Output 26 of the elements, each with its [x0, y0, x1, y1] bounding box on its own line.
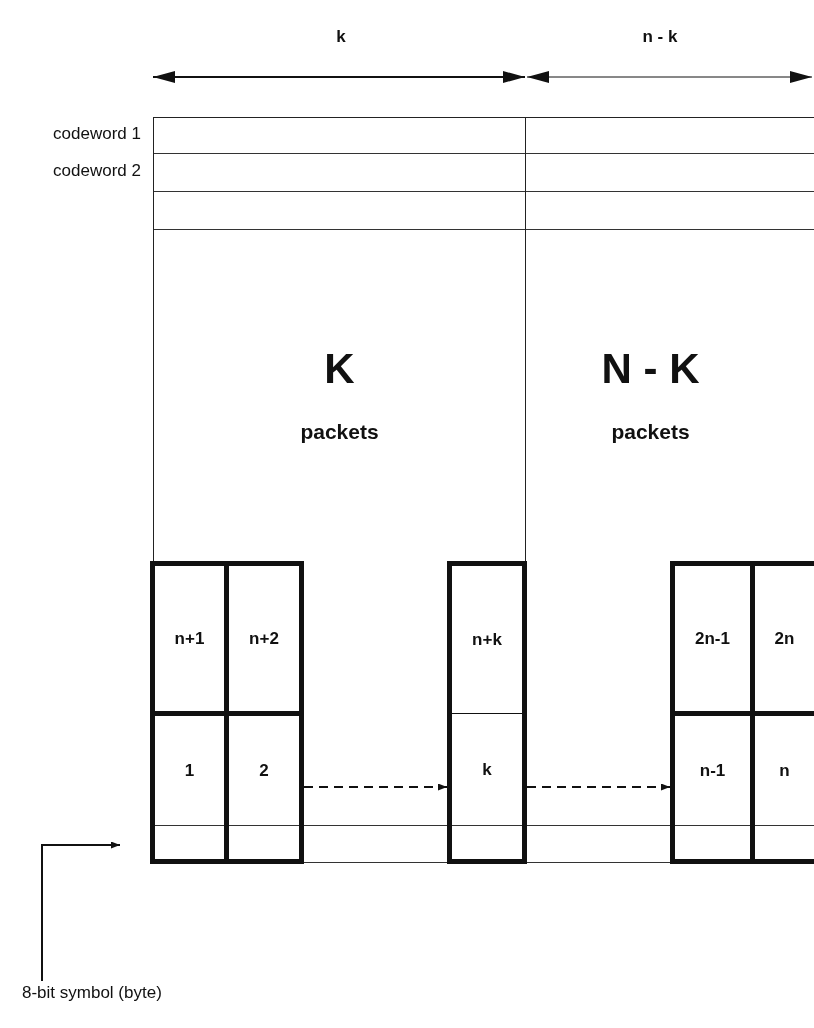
symbol-index: 2n — [774, 628, 795, 649]
row-label: codeword 1 — [52, 124, 141, 144]
symbol-index: 1 — [184, 760, 195, 781]
region-heading: K — [324, 345, 355, 393]
symbol-index: n-1 — [699, 760, 726, 781]
symbol-column-box — [150, 561, 304, 864]
dimension-label: n - k — [641, 27, 679, 47]
leader-line — [41, 841, 121, 982]
region-label: packets — [611, 420, 690, 444]
symbol-index: n+1 — [174, 628, 205, 649]
symbol-index: n+k — [472, 629, 502, 650]
symbol-index: 2 — [259, 760, 269, 781]
dimension-label: k — [335, 27, 347, 47]
symbol-index: 2n-1 — [695, 628, 730, 649]
packet-region — [153, 117, 526, 563]
symbol-column-box — [447, 561, 527, 864]
row-label: codeword 2 — [52, 161, 141, 181]
region-heading: N - K — [601, 345, 700, 393]
arrow — [303, 783, 448, 791]
annotation-text: 8-bit symbol (byte) — [22, 983, 192, 1005]
region-label: packets — [300, 420, 379, 444]
arrow — [526, 783, 671, 791]
symbol-index: n+2 — [249, 628, 279, 649]
symbol-index: n — [779, 760, 790, 781]
symbol-column-box — [670, 561, 814, 864]
symbol-index: k — [482, 759, 492, 780]
